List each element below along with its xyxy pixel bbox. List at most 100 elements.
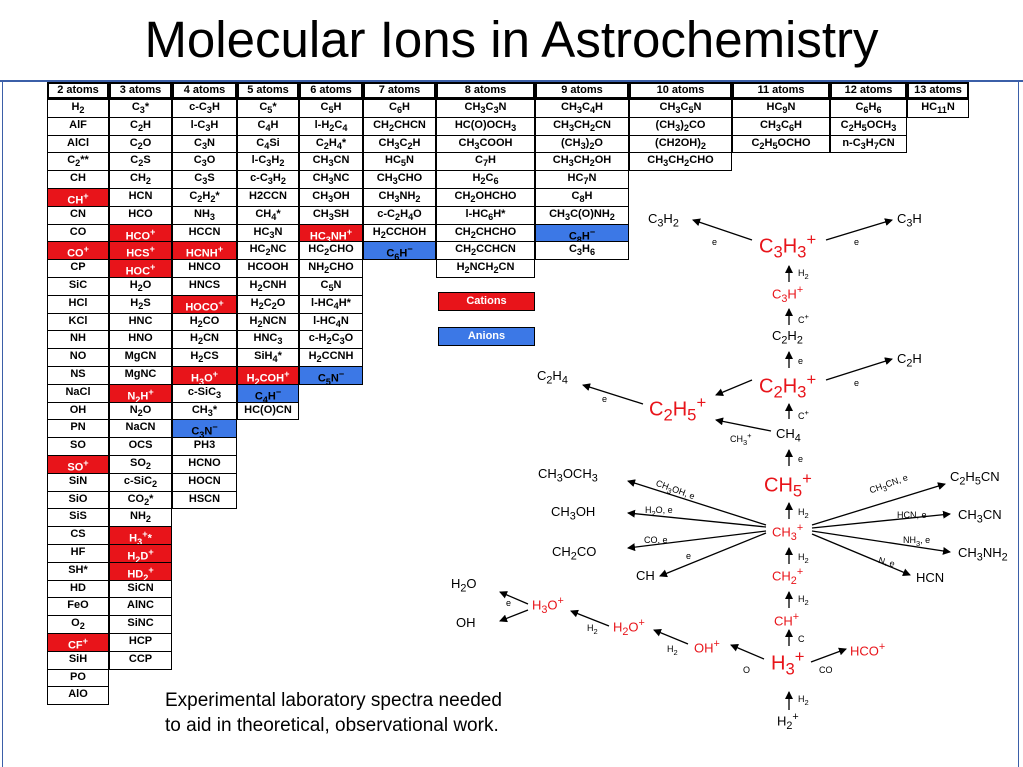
molecule-cell: NO (47, 348, 109, 367)
molecule-cell: (CH2OH)2 (629, 134, 732, 154)
species-label: CH3OCH3 (538, 466, 598, 485)
species-label: CH2CO (552, 544, 597, 563)
molecule-cell: CH3C(O)NH2 (535, 205, 629, 225)
molecule-cell: HC(O)CN (237, 401, 299, 421)
molecule-cell: NaCN (109, 419, 172, 439)
molecule-cell: CH2CHCN (363, 116, 436, 136)
molecule-cell: HCO (109, 205, 172, 225)
reactant-label: e (854, 237, 860, 247)
molecule-cell: H2CCNH (299, 348, 363, 367)
species-label: H2O (451, 576, 477, 595)
molecule-cell: SH* (47, 561, 109, 581)
reactant-label: CO (819, 665, 833, 675)
molecule-cell: CH3CH2CN (535, 116, 629, 136)
reactant-label: H2 (798, 552, 809, 565)
reactant-label: e (798, 356, 804, 366)
molecule-cell: HF (47, 544, 109, 563)
reactant-label: H2 (587, 623, 598, 636)
cation-cell: H3O+ (172, 366, 237, 385)
molecule-cell: C2H5OCHO (732, 134, 830, 154)
reactant-label: H2 (667, 644, 678, 657)
ion-label: CH2+ (772, 566, 804, 587)
molecule-cell: HSCN (172, 490, 237, 510)
molecule-cell: CH3C2H (363, 134, 436, 154)
reactant-label: NH3, e (903, 535, 931, 548)
cation-cell: HC3NH+ (299, 223, 363, 243)
legend-anions: Anions (438, 327, 535, 346)
molecule-cell: OCS (109, 437, 172, 456)
cation-cell: CO+ (47, 241, 109, 261)
ion-label: CH5+ (764, 469, 812, 501)
legend-cations: Cations (438, 292, 535, 311)
molecule-cell: NH2 (109, 508, 172, 528)
molecule-cell: PH3 (172, 437, 237, 456)
molecule-cell: HC3N (237, 223, 299, 243)
reactant-label: e (712, 237, 718, 247)
ion-label: C2H3+ (759, 370, 817, 402)
molecule-cell: HC2CHO (299, 241, 363, 261)
species-label: CH3NH2 (958, 545, 1008, 564)
molecule-cell: C2H5OCH3 (830, 116, 907, 136)
molecule-cell: CO2* (109, 490, 172, 510)
species-label: C3H (897, 211, 922, 230)
molecule-cell: CH2CCHCN (436, 241, 535, 261)
reactant-label: e (686, 551, 692, 561)
reactant-label: H2 (798, 507, 809, 520)
column-header: 4 atoms (172, 82, 237, 99)
molecule-cell: HD (47, 579, 109, 599)
molecule-cell: HCN (109, 188, 172, 207)
reactant-label: e (798, 454, 804, 464)
molecule-cell: H2NCH2CN (436, 259, 535, 278)
column-header: 7 atoms (363, 82, 436, 99)
molecule-cell: H2NCN (237, 312, 299, 332)
ion-label: H3O+ (532, 595, 564, 616)
molecule-cell: CP (47, 259, 109, 278)
reactant-label: CO, e (644, 535, 668, 545)
reactant-label: O (743, 665, 751, 675)
molecule-cell: AlCl (47, 134, 109, 154)
molecule-cell: l-C3H2 (237, 152, 299, 172)
reactant-label: H2O, e (645, 505, 673, 518)
cation-cell: HD2+ (109, 561, 172, 581)
footnote-text: Experimental laboratory spectra needed t… (165, 690, 502, 736)
molecule-cell: CH3OH (299, 188, 363, 207)
species-label: OH (456, 615, 476, 630)
slide-frame (0, 80, 1023, 767)
molecule-cell: SiS (47, 508, 109, 528)
molecule-cell: HCP (109, 633, 172, 652)
species-label: CH (636, 568, 655, 583)
species-label: C2H (897, 351, 922, 370)
column-header: 8 atoms (436, 82, 535, 99)
molecule-cell: C3H6 (535, 241, 629, 261)
cation-cell: N2H+ (109, 383, 172, 403)
molecule-cell: SiH (47, 650, 109, 670)
ion-label: CH+ (774, 611, 800, 629)
reactant-label: H2 (798, 268, 809, 281)
column-header: 9 atoms (535, 82, 629, 99)
molecule-cell: l-H2C4 (299, 116, 363, 136)
species-label: CH4 (776, 426, 801, 445)
ion-label: H2O+ (613, 617, 645, 638)
molecule-cell: C7H (436, 152, 535, 172)
molecule-cell: c-C3H (172, 99, 237, 118)
species-label: H2+ (777, 711, 799, 732)
molecule-cell: CH2OHCHO (436, 188, 535, 207)
reactant-label: H2 (798, 694, 809, 707)
molecule-cell: AlO (47, 686, 109, 706)
molecule-cell: CH3NH2 (363, 188, 436, 207)
molecule-cell: HC2NC (237, 241, 299, 261)
species-label: CH3CN (958, 507, 1002, 526)
molecule-cell: CH3CH2CHO (629, 152, 732, 172)
ion-label: H3+ (771, 647, 805, 679)
molecule-cell: SiCN (109, 579, 172, 599)
column-header: 6 atoms (299, 82, 363, 99)
molecule-cell: HC(O)OCH3 (436, 116, 535, 136)
column-header: 5 atoms (237, 82, 299, 99)
molecule-cell: l-HC6H* (436, 205, 535, 225)
ion-label: C2H5+ (649, 393, 707, 425)
molecule-cell: C5N (299, 277, 363, 296)
reactant-label: C (798, 634, 805, 644)
molecule-cell: NS (47, 366, 109, 385)
molecule-cell: C3O (172, 152, 237, 172)
molecule-cell: CCP (109, 650, 172, 670)
